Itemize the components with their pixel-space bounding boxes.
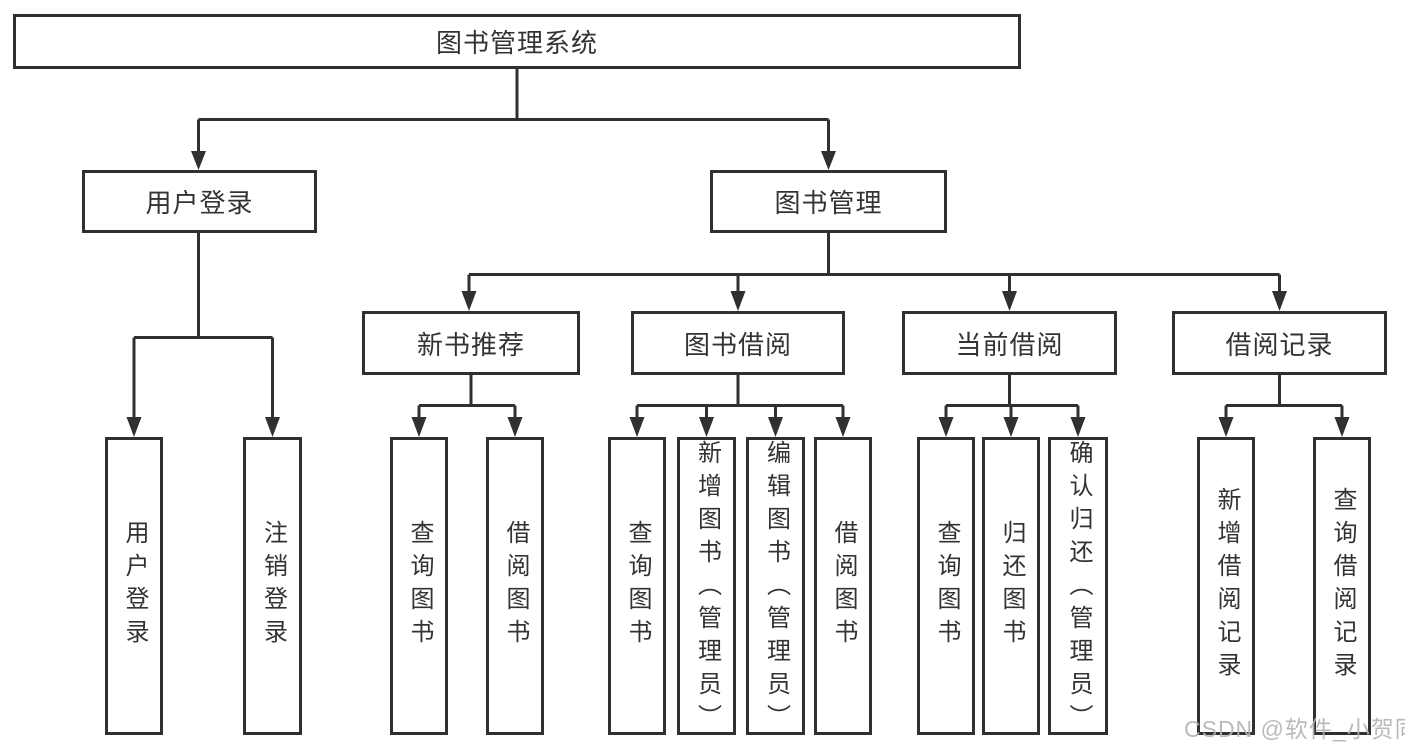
leaf-query-books-borrow-label: 查询图书 <box>624 520 651 652</box>
leaf-borrow-books: 借阅图书 <box>814 437 872 735</box>
node-current-borrow: 当前借阅 <box>902 311 1117 375</box>
leaf-return-books-label: 归还图书 <box>998 520 1025 652</box>
leaf-query-borrow-record-label: 查询借阅记录 <box>1329 487 1356 685</box>
leaf-user-login: 用户登录 <box>105 437 163 735</box>
leaf-return-books: 归还图书 <box>982 437 1040 735</box>
leaf-borrow-books-recommend: 借阅图书 <box>486 437 544 735</box>
node-new-book-recommend: 新书推荐 <box>362 311 580 375</box>
node-user-login: 用户登录 <box>82 170 317 233</box>
leaf-borrow-books-recommend-label: 借阅图书 <box>502 520 529 652</box>
leaf-add-books-admin-label: 新增图书（管理员） <box>693 440 721 737</box>
leaf-logout-login-label: 注销登录 <box>259 520 287 652</box>
leaf-confirm-return-admin-label: 确认归还（管理员） <box>1065 440 1092 737</box>
node-book-borrow: 图书借阅 <box>631 311 845 375</box>
leaf-edit-books-admin: 编辑图书（管理员） <box>746 437 805 737</box>
leaf-query-books-current: 查询图书 <box>917 437 975 735</box>
csdn-watermark: CSDN @软件_小贺同学 <box>1184 716 1405 742</box>
leaf-add-books-admin: 新增图书（管理员） <box>677 437 736 737</box>
leaf-query-books-recommend: 查询图书 <box>390 437 448 735</box>
node-root-system: 图书管理系统 <box>13 14 1021 69</box>
leaf-query-books-borrow: 查询图书 <box>608 437 666 735</box>
leaf-logout-login: 注销登录 <box>243 437 302 735</box>
leaf-query-books-current-label: 查询图书 <box>933 520 960 652</box>
leaf-add-borrow-record: 新增借阅记录 <box>1197 437 1255 735</box>
leaf-query-borrow-record: 查询借阅记录 <box>1313 437 1371 735</box>
node-book-management: 图书管理 <box>710 170 947 233</box>
leaf-user-login-label: 用户登录 <box>121 520 148 652</box>
leaf-confirm-return-admin: 确认归还（管理员） <box>1048 437 1108 737</box>
leaf-borrow-books-label: 借阅图书 <box>830 520 857 652</box>
node-borrow-records: 借阅记录 <box>1172 311 1387 375</box>
leaf-query-books-recommend-label: 查询图书 <box>406 520 433 652</box>
leaf-edit-books-admin-label: 编辑图书（管理员） <box>762 440 790 737</box>
leaf-add-borrow-record-label: 新增借阅记录 <box>1213 487 1240 685</box>
